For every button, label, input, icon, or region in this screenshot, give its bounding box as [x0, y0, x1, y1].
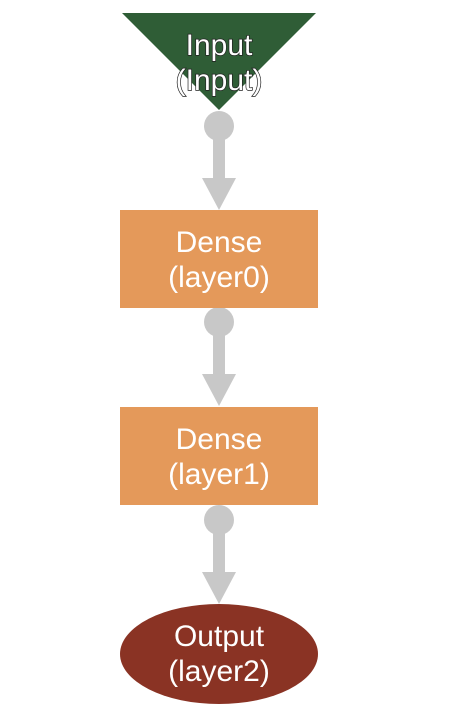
edge-shaft — [213, 322, 225, 376]
edge-arrowhead — [202, 374, 236, 406]
node-input[interactable]: Input (Input) — [122, 13, 316, 110]
layer1-node-title: Dense — [176, 423, 263, 456]
layer2-node-shape — [120, 604, 318, 704]
edge-arrowhead — [202, 178, 236, 210]
edge-shaft — [213, 126, 225, 180]
edge-layer1-to-layer2 — [202, 505, 236, 604]
node-layer1[interactable]: Dense (layer1) — [120, 407, 318, 505]
layer2-node-title: Output — [174, 620, 265, 653]
edge-arrowhead — [202, 572, 236, 604]
edge-layer0-to-layer1 — [202, 307, 236, 406]
layer0-node-subtitle: (layer0) — [168, 261, 270, 294]
edge-shaft — [213, 520, 225, 574]
layer1-node-subtitle: (layer1) — [168, 458, 270, 491]
edge-input-to-layer0 — [202, 111, 236, 210]
input-node-title: Input — [186, 29, 253, 62]
layer0-node-shape — [120, 210, 318, 308]
input-node-subtitle: (Input) — [176, 64, 263, 97]
layer0-node-title: Dense — [176, 226, 263, 259]
input-node-shape — [122, 13, 316, 110]
node-layer0[interactable]: Dense (layer0) — [120, 210, 318, 308]
layer1-node-shape — [120, 407, 318, 505]
layer2-node-subtitle: (layer2) — [168, 655, 270, 688]
node-layer2[interactable]: Output (layer2) — [120, 604, 318, 704]
